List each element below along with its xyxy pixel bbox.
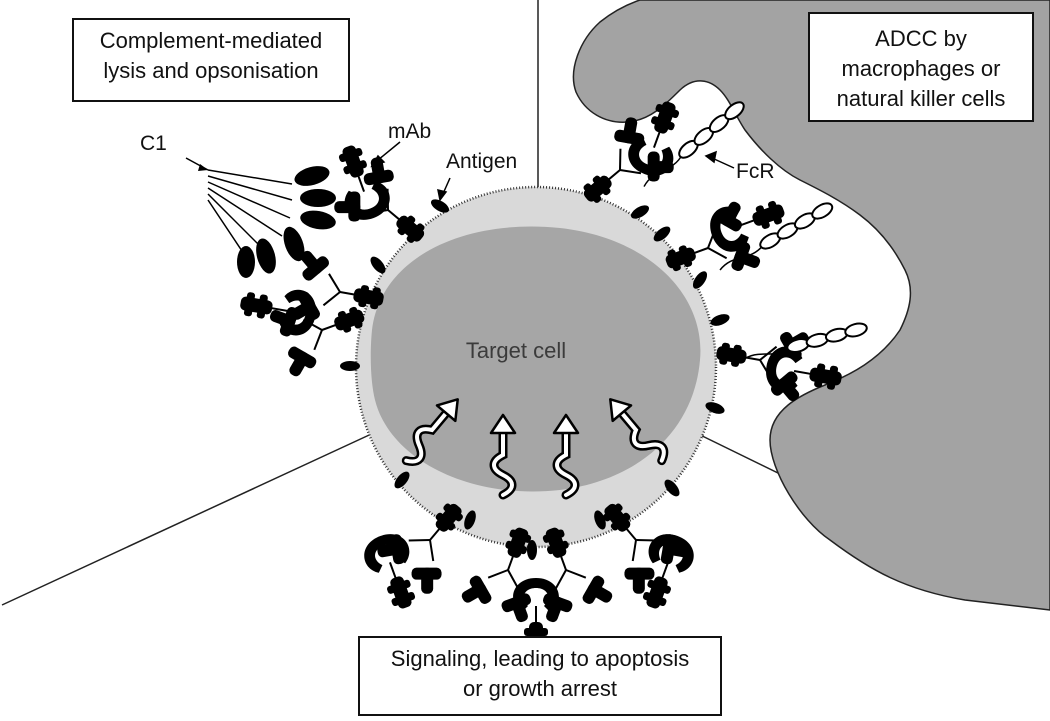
signaling-box: Signaling, leading to apoptosis or growt… bbox=[358, 636, 722, 716]
fcr-label: FcR bbox=[736, 160, 775, 183]
antigens bbox=[340, 199, 730, 560]
target-cell-label: Target cell bbox=[465, 338, 567, 363]
antigen-mark bbox=[710, 314, 730, 326]
antigen-mark bbox=[594, 510, 606, 530]
target-cell-nucleus bbox=[370, 226, 701, 492]
adcc-line-2: macrophages or bbox=[841, 56, 1001, 81]
adcc-line-3: natural killer cells bbox=[836, 86, 1006, 111]
antigen-mark bbox=[370, 256, 386, 274]
antigen-mark bbox=[653, 226, 671, 242]
antigen-mark bbox=[430, 199, 450, 213]
antigen-mark bbox=[664, 479, 680, 497]
adcc-box: ADCC by macrophages or natural killer ce… bbox=[808, 12, 1034, 122]
complement-mediated-box: Complement-mediated lysis and opsonisati… bbox=[72, 18, 350, 102]
divider-left bbox=[1, 429, 381, 606]
signaling-line-2: or growth arrest bbox=[462, 676, 618, 701]
effector-cell bbox=[572, 0, 1050, 611]
c1-complex bbox=[185, 157, 336, 278]
antigen-mark bbox=[692, 271, 708, 289]
complement-line-2: lysis and opsonisation bbox=[103, 58, 319, 83]
antigen-mark bbox=[705, 402, 725, 414]
adcc-line-1: ADCC by bbox=[875, 26, 967, 51]
label-pointers bbox=[370, 141, 735, 202]
signaling-line-1: Signaling, leading to apoptosis bbox=[390, 646, 690, 671]
antigen-mark bbox=[340, 361, 360, 371]
antigen-mark bbox=[527, 540, 537, 560]
mab-label: mAb bbox=[388, 120, 432, 143]
antigen-mark bbox=[394, 471, 410, 489]
c1-label: C1 bbox=[140, 132, 167, 155]
antigen-mark bbox=[630, 205, 650, 219]
antigen-label: Antigen bbox=[446, 150, 518, 173]
complement-line-1: Complement-mediated bbox=[99, 28, 323, 53]
antigen-mark bbox=[464, 510, 476, 530]
